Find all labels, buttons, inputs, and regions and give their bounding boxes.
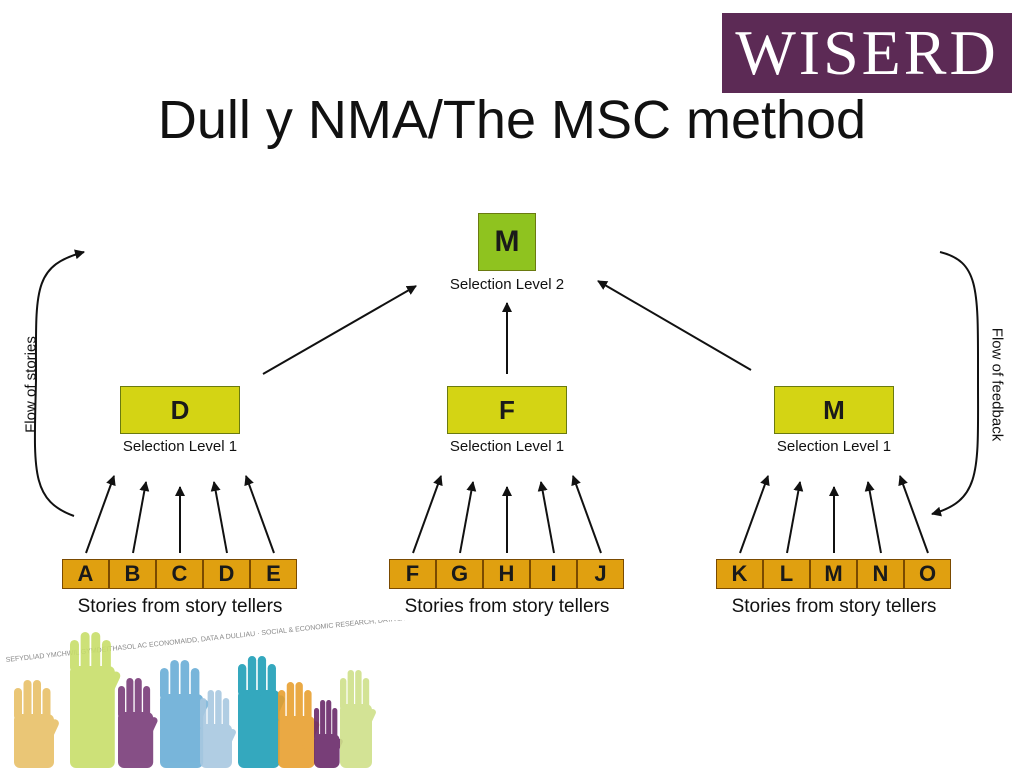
- story-teller-box: D: [203, 559, 250, 589]
- flow-feedback-arrow: [931, 251, 980, 517]
- story-teller-box: L: [763, 559, 810, 589]
- stories-label-3: Stories from story tellers: [731, 596, 937, 617]
- flow-stories-arrow: [33, 249, 85, 517]
- arrow-m-to-m: [597, 280, 752, 371]
- selection-level-1-label-3: Selection Level 1: [776, 438, 892, 455]
- wiserd-logo: WISERD: [722, 13, 1012, 93]
- selection-level-1-label-2: Selection Level 1: [449, 438, 565, 455]
- story-teller-box: I: [530, 559, 577, 589]
- selection-level-2-box: M: [478, 213, 536, 271]
- story-teller-box: O: [904, 559, 951, 589]
- story-teller-box: K: [716, 559, 763, 589]
- hands-illustration: SEFYDLIAD YMCHWIL GYMDEITHASOL AC ECONOM…: [5, 620, 439, 768]
- story-teller-group-3: K L M N O: [716, 559, 951, 589]
- arrow-d: [210, 481, 228, 554]
- story-teller-box: M: [810, 559, 857, 589]
- arrow-d-to-m: [262, 285, 417, 375]
- arrow-o: [898, 475, 929, 554]
- story-teller-box: B: [109, 559, 156, 589]
- hand-shape: [238, 656, 285, 768]
- story-teller-box: H: [483, 559, 530, 589]
- hand-shape: [118, 678, 158, 768]
- arrow-e: [244, 475, 275, 554]
- selection-level-1-box-1: D: [120, 386, 240, 434]
- selection-level-1-box-2: F: [447, 386, 567, 434]
- hand-shape: [314, 700, 343, 768]
- hand-shape: [14, 680, 59, 768]
- arrow-i: [537, 481, 555, 554]
- arrow-a: [85, 475, 116, 554]
- arrow-k: [739, 475, 770, 554]
- stories-label-1: Stories from story tellers: [77, 596, 283, 617]
- story-teller-box: J: [577, 559, 624, 589]
- selection-level-2-label: Selection Level 2: [449, 276, 565, 293]
- arrow-g: [459, 481, 477, 554]
- flow-of-stories-label: Flow of stories: [22, 336, 40, 433]
- hand-shape: [70, 632, 121, 768]
- story-teller-box: C: [156, 559, 203, 589]
- story-teller-box: G: [436, 559, 483, 589]
- story-teller-box: N: [857, 559, 904, 589]
- stories-label-2: Stories from story tellers: [404, 596, 610, 617]
- arrow-n: [864, 481, 882, 554]
- story-teller-box: F: [389, 559, 436, 589]
- selection-level-1-box-3: M: [774, 386, 894, 434]
- arrow-j: [571, 475, 602, 554]
- flow-of-feedback-label: Flow of feedback: [988, 327, 1006, 442]
- arrow-f: [412, 475, 443, 554]
- story-teller-box: A: [62, 559, 109, 589]
- selection-level-1-label-1: Selection Level 1: [122, 438, 238, 455]
- slide-title: Dull y NMA/The MSC method: [157, 90, 867, 150]
- hand-shape: [200, 690, 236, 768]
- arrow-l: [786, 481, 804, 554]
- arrow-b: [132, 481, 150, 554]
- story-teller-group-2: F G H I J: [389, 559, 624, 589]
- story-teller-group-1: A B C D E: [62, 559, 297, 589]
- story-teller-box: E: [250, 559, 297, 589]
- hand-shape: [340, 670, 376, 768]
